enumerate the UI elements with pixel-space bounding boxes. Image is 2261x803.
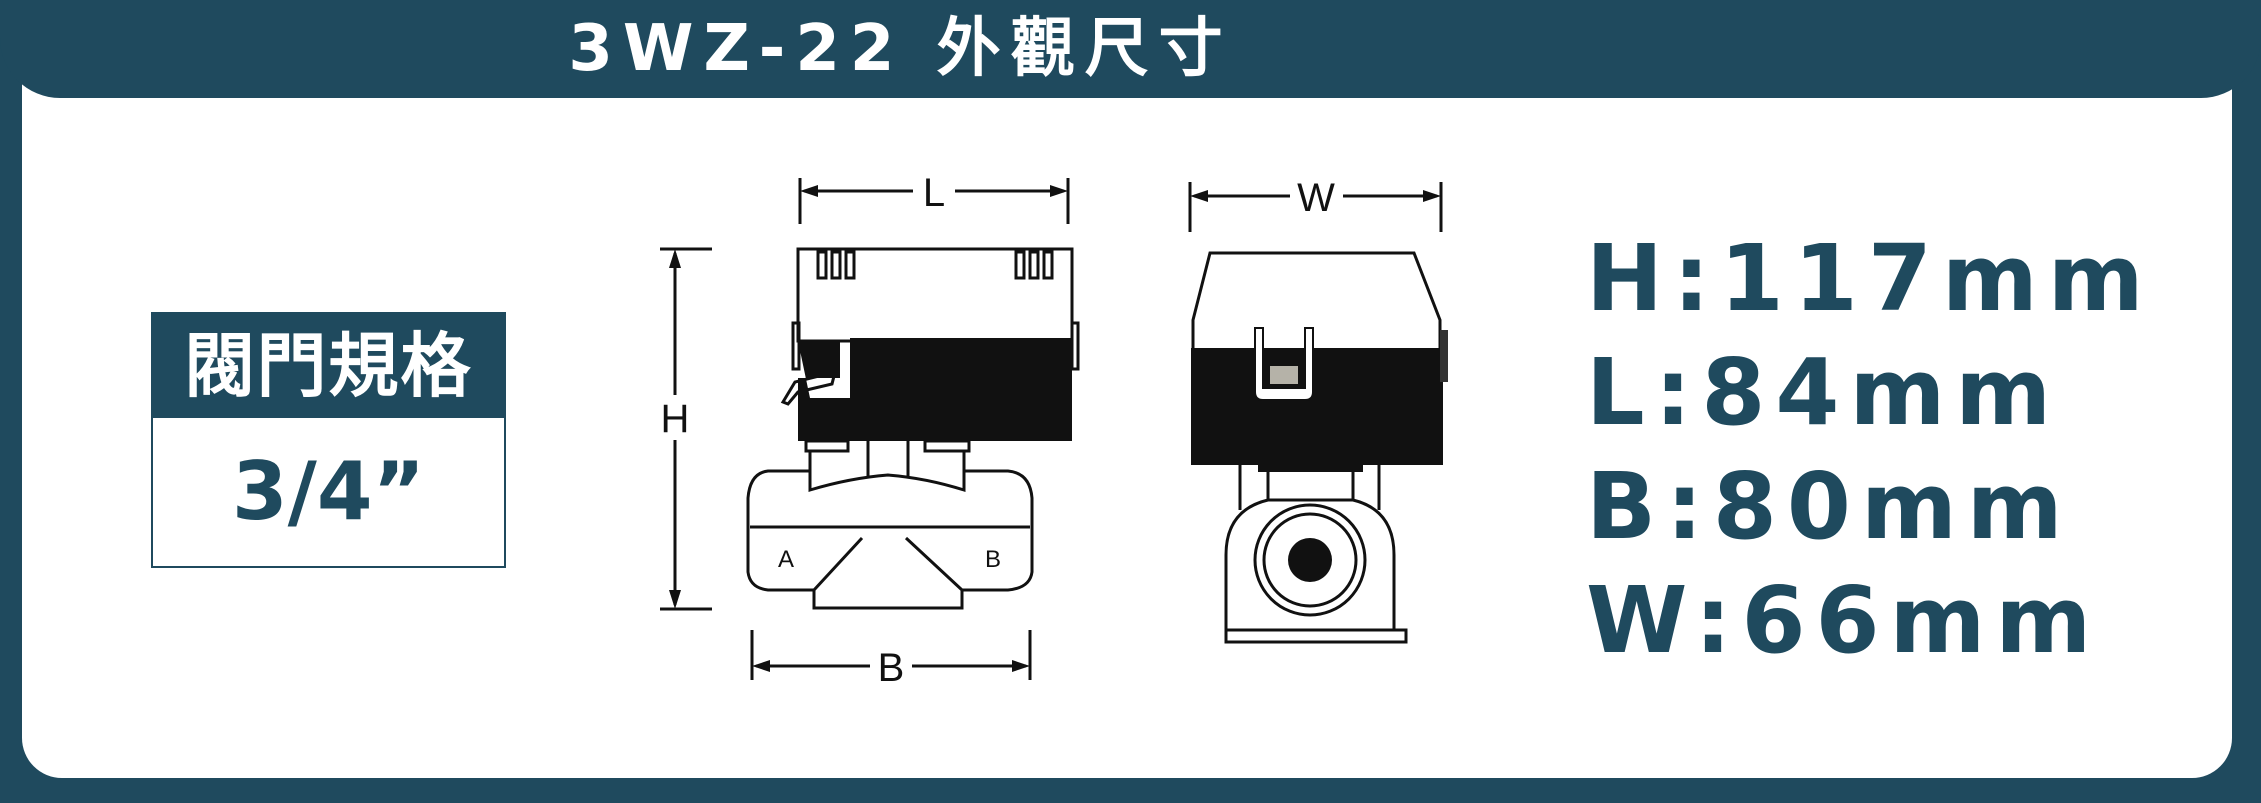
side-view-drawing: L H B A B <box>660 171 1080 690</box>
dim-label-w: W <box>1297 176 1335 220</box>
port-label-a: A <box>778 546 794 573</box>
dimension-h: H:117mm <box>1586 225 2154 332</box>
dim-label-h: H <box>661 397 690 441</box>
dimension-w: W:66mm <box>1586 567 2102 674</box>
dimension-l: L:84mm <box>1586 339 2062 446</box>
front-view-drawing: W <box>1188 176 1448 644</box>
dim-label-l: L <box>923 171 945 215</box>
valve-spec-box: 閥門規格 3/4” <box>151 312 506 568</box>
page-title: 3WZ-22 外觀尺寸 <box>568 12 1233 86</box>
valve-spec-label: 閥門規格 <box>153 314 504 418</box>
dimension-b: B:80mm <box>1586 453 2073 560</box>
dim-label-b: B <box>878 646 905 690</box>
valve-spec-value: 3/4” <box>231 445 426 538</box>
header-band: 3WZ-22 外觀尺寸 <box>0 0 2261 98</box>
dimension-list: H:117mm L:84mm B:80mm W:66mm <box>1586 222 2154 678</box>
port-label-b: B <box>985 546 1001 573</box>
